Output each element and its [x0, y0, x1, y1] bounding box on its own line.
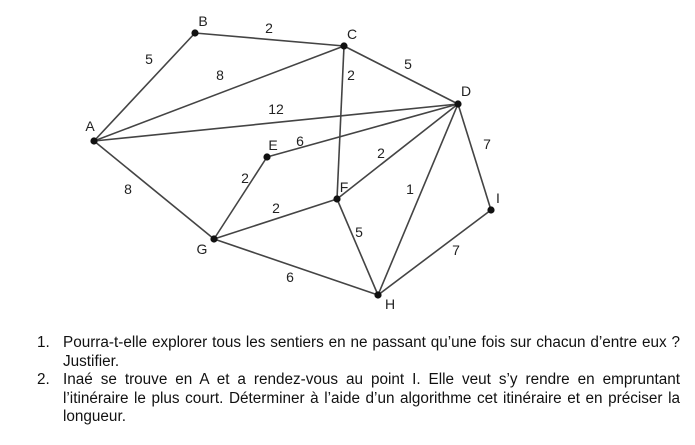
node-label-F: F: [340, 179, 349, 195]
edge-weight-B-C: 2: [265, 20, 273, 36]
node-B: [191, 29, 199, 37]
edge-weight-G-F: 2: [272, 200, 280, 216]
edge-weight-E-D: 6: [296, 133, 304, 149]
edge-weight-D-H: 1: [406, 181, 414, 197]
edge-B-C: [194, 32, 345, 47]
edge-D-H: [377, 103, 459, 296]
edge-weight-F-D: 2: [377, 145, 385, 161]
edge-weight-G-E: 2: [241, 170, 249, 186]
node-H: [374, 291, 382, 299]
node-label-G: G: [197, 241, 208, 257]
edge-F-H: [336, 198, 379, 296]
edge-F-D: [336, 103, 459, 200]
edge-A-D: [93, 103, 459, 142]
edge-weight-A-D: 12: [268, 101, 284, 117]
question-number: 2.: [37, 371, 50, 389]
node-label-B: B: [198, 13, 207, 29]
node-label-H: H: [385, 296, 395, 312]
node-label-E: E: [268, 137, 277, 153]
node-label-I: I: [496, 190, 500, 206]
edge-weight-A-B: 5: [145, 51, 153, 67]
edge-weight-G-H: 6: [286, 269, 294, 285]
edge-I-H: [377, 209, 492, 296]
question-text: Inaé se trouve en A et a rendez-vous au …: [63, 371, 680, 426]
edge-A-C: [93, 45, 345, 142]
question-1: 1. Pourra-t-elle explorer tous les sentie…: [37, 334, 680, 371]
node-label-D: D: [461, 83, 471, 99]
edge-weight-C-D: 5: [404, 56, 412, 72]
weighted-graph: 5 2 8 2 5 12 6 2 7 8 2 2 1 5 7 6 A B C D E F G H I: [85, 13, 500, 312]
edge-G-F: [213, 198, 338, 240]
edge-weight-A-C: 8: [216, 67, 224, 83]
node-D: [454, 100, 462, 108]
node-E: [263, 153, 271, 161]
edge-weight-A-G: 8: [124, 181, 132, 197]
edge-A-G: [93, 140, 215, 240]
question-text: Pourra-t-elle explorer tous les sentiers…: [63, 334, 680, 370]
edge-weight-D-I: 7: [483, 136, 491, 152]
edge-weight-I-H: 7: [452, 242, 460, 258]
edge-weight-F-H: 5: [355, 224, 363, 240]
question-2: 2. Inaé se trouve en A et a rendez-vous a…: [37, 371, 680, 427]
node-I: [487, 206, 495, 214]
edge-G-E: [213, 156, 268, 240]
node-G: [210, 235, 218, 243]
node-F: [333, 195, 341, 203]
edge-A-B: [93, 32, 196, 142]
edge-E-D: [266, 103, 459, 158]
node-label-A: A: [85, 118, 95, 134]
question-list: 1. Pourra-t-elle explorer tous les sentie…: [37, 334, 680, 427]
edge-C-D: [343, 45, 459, 105]
node-C: [340, 42, 348, 50]
node-label-C: C: [347, 26, 357, 42]
question-number: 1.: [37, 334, 50, 351]
edge-G-H: [213, 238, 379, 296]
node-A: [90, 137, 98, 145]
edge-C-F: [336, 45, 345, 200]
edge-weight-C-F: 2: [347, 67, 355, 83]
edge-D-I: [457, 103, 492, 211]
